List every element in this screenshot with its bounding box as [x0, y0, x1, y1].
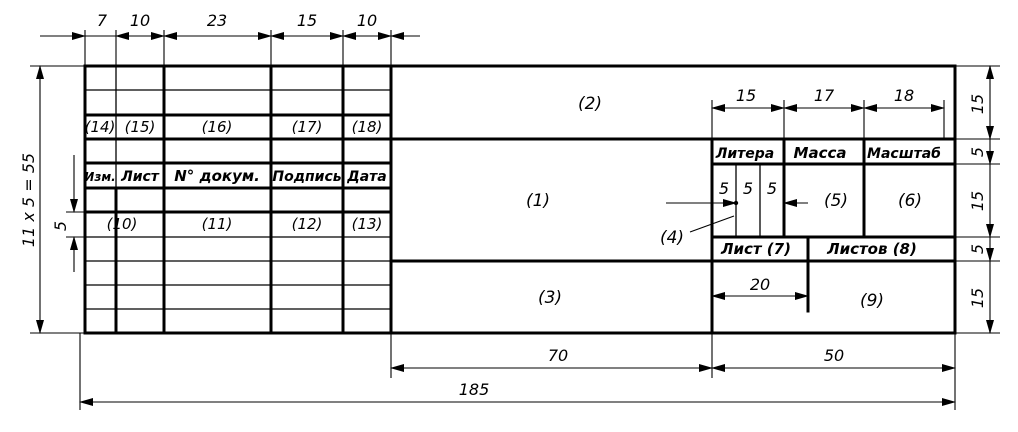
dim-20: 20 — [711, 275, 809, 300]
field-9: (9) — [860, 291, 884, 311]
stamp-header-massa: Масса — [794, 144, 847, 162]
label-18: (18) — [352, 118, 383, 136]
right-dim-15a: 15 — [968, 94, 987, 114]
header-date: Дата — [346, 169, 386, 185]
bottom-dimension: 70 50 185 — [79, 333, 956, 410]
field-1: (1) — [526, 191, 550, 211]
field-4-leader — [689, 215, 735, 233]
label-17: (17) — [292, 118, 323, 136]
litera-cell-3: 5 — [767, 179, 777, 198]
revision-table — [83, 64, 393, 335]
dim-20-label: 20 — [750, 275, 770, 294]
header-izm: Изм. — [84, 170, 115, 184]
litera-cell-dimension — [666, 199, 808, 207]
top-dim-7: 7 — [97, 11, 108, 30]
header-signature: Подпись — [272, 169, 341, 185]
stamp-dim-18: 18 — [894, 86, 914, 105]
left-total-dim: 11 x 5 = 55 — [19, 153, 38, 247]
top-dim-23: 23 — [207, 11, 227, 30]
label-15: (15) — [125, 118, 156, 136]
stamp-block — [710, 137, 957, 313]
label-16: (16) — [202, 118, 233, 136]
right-dimension: 15 5 15 5 15 — [955, 65, 1000, 334]
field-3: (3) — [538, 288, 562, 308]
bottom-dim-70: 70 — [548, 346, 568, 365]
revision-row-3: (14) (15) (16) (17) (18) — [85, 118, 383, 136]
right-dim-5a: 5 — [968, 147, 987, 157]
field-2: (2) — [578, 94, 602, 114]
right-dim-15c: 15 — [968, 288, 987, 308]
top-dimension: 7 10 23 15 10 — [40, 11, 420, 66]
label-14: (14) — [85, 118, 116, 136]
label-12: (12) — [292, 215, 323, 233]
right-dim-5b: 5 — [968, 244, 987, 254]
field-4: (4) — [660, 228, 684, 248]
revision-row-8: (10) (11) (12) (13) — [107, 215, 383, 233]
header-doc-number: N° докум. — [174, 167, 260, 185]
litera-cell-2: 5 — [743, 179, 753, 198]
outer-frame — [83, 64, 957, 335]
label-13: (13) — [352, 215, 383, 233]
right-dim-15b: 15 — [968, 191, 987, 211]
revision-header-row: Изм. Лист N° докум. Подпись Дата — [84, 167, 386, 185]
stamp-header-masshtab: Масштаб — [867, 146, 941, 162]
field-6: (6) — [898, 191, 922, 211]
stamp-top-dimension: 15 17 18 — [711, 86, 945, 139]
bottom-dim-50: 50 — [824, 346, 844, 365]
left-row-dim: 5 — [51, 221, 70, 231]
field-5: (5) — [824, 191, 848, 211]
litera-cell-1: 5 — [719, 179, 729, 198]
label-11: (11) — [202, 215, 233, 233]
top-dim-10a: 10 — [130, 11, 150, 30]
field-7-sheet: Лист (7) — [720, 240, 791, 258]
bottom-dim-185: 185 — [459, 380, 490, 399]
field-8-sheets: Листов (8) — [826, 240, 917, 258]
header-list: Лист — [120, 169, 160, 185]
stamp-dim-17: 17 — [814, 86, 835, 105]
left-dimension: 11 x 5 = 55 5 — [19, 65, 85, 334]
label-10: (10) — [107, 215, 138, 233]
stamp-dim-15: 15 — [736, 86, 756, 105]
top-dim-10b: 10 — [357, 11, 377, 30]
stamp-header-litera: Литера — [715, 146, 775, 162]
top-dim-15: 15 — [297, 11, 317, 30]
